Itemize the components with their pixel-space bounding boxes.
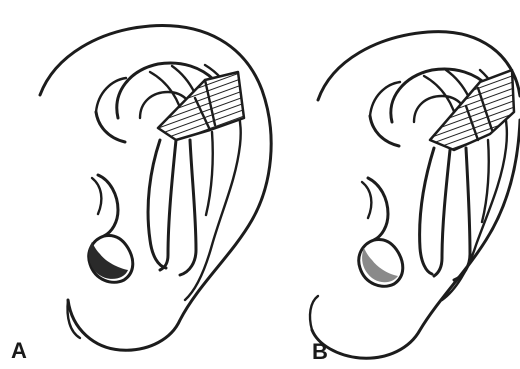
ear-illustration-b: [310, 32, 520, 359]
graft-region-b: [430, 70, 514, 150]
ear-illustration-a: [40, 26, 271, 351]
graft-region-a: [158, 72, 244, 140]
panel-label-b: B: [312, 341, 328, 363]
lobule-defect-b: [362, 248, 398, 282]
panel-label-a: A: [11, 340, 27, 362]
